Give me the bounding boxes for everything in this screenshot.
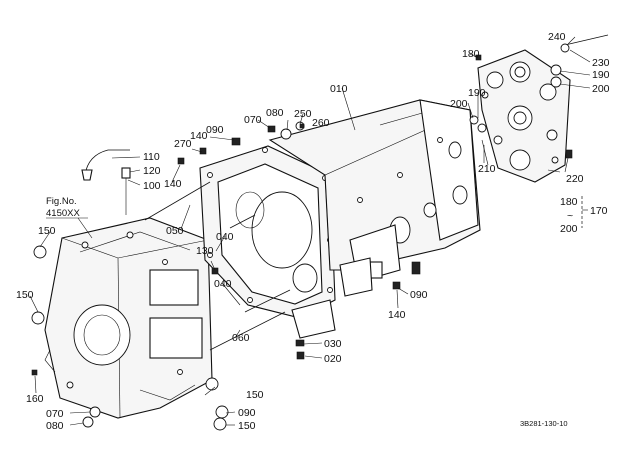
part-label-060: 060 <box>232 332 250 344</box>
part-label-150-left-top: 150 <box>38 225 56 237</box>
part-label-020: 020 <box>324 353 342 365</box>
part-label-010: 010 <box>330 83 348 95</box>
figure-reference-number: 4150XX <box>46 208 80 219</box>
part-label-150-bottom-a: 150 <box>246 389 264 401</box>
part-label-270: 270 <box>174 138 192 150</box>
part-label-200-right: 200 <box>592 83 610 95</box>
part-label-080-bottom: 080 <box>46 420 64 432</box>
part-label-260: 260 <box>312 117 330 129</box>
front-housing <box>44 217 213 419</box>
part-label-110: 110 <box>143 151 160 163</box>
part-label-140-left: 140 <box>164 178 182 190</box>
part-label-050: 050 <box>166 225 184 237</box>
part-label-090-bottom: 090 <box>238 407 256 419</box>
part-label-070-top: 070 <box>244 114 262 126</box>
part-label-170: 170 <box>590 205 608 217</box>
rear-cover <box>477 49 571 183</box>
part-label-140-right: 140 <box>388 309 406 321</box>
part-label-090-top: 090 <box>206 124 224 136</box>
part-label-100: 100 <box>143 180 161 192</box>
part-label-150-bottom-b: 150 <box>238 420 256 432</box>
part-label-210: 210 <box>478 163 496 175</box>
part-label-130: 130 <box>196 245 214 257</box>
transmission-case <box>268 99 481 297</box>
part-label-180-range: 180 <box>560 196 578 208</box>
part-label-190-right: 190 <box>592 69 610 81</box>
part-label-200-left: 200 <box>450 98 468 110</box>
drawing-code: 3B281-130-10 <box>520 419 568 428</box>
part-label-080-top: 080 <box>266 107 284 119</box>
part-label-070-bottom: 070 <box>46 408 64 420</box>
clutch-housing <box>199 145 336 339</box>
figure-reference-label: Fig.No. <box>46 196 77 207</box>
part-label-030: 030 <box>324 338 342 350</box>
part-label-220: 220 <box>566 173 584 185</box>
part-label-230: 230 <box>592 57 610 69</box>
part-label-040-upper: 040 <box>216 231 234 243</box>
part-label-090-right: 090 <box>410 289 428 301</box>
part-label-120: 120 <box>143 165 161 177</box>
leader-lines <box>29 36 591 426</box>
part-label-160: 160 <box>26 393 44 405</box>
part-label-040-lower: 040 <box>214 278 232 290</box>
part-label-180-top: 180 <box>462 48 480 60</box>
part-label-240: 240 <box>548 31 566 43</box>
part-label-250: 250 <box>294 108 312 120</box>
part-label-200-range: 200 <box>560 223 578 235</box>
part-labels: 010 020 030 040 040 050 060 070 070 080 … <box>16 31 610 432</box>
figure-reference: Fig.No. 4150XX <box>46 196 93 239</box>
range-separator: ~ <box>567 210 573 222</box>
part-label-140-top: 140 <box>190 130 208 142</box>
part-label-190-left: 190 <box>468 87 486 99</box>
part-label-150-left-mid: 150 <box>16 289 34 301</box>
